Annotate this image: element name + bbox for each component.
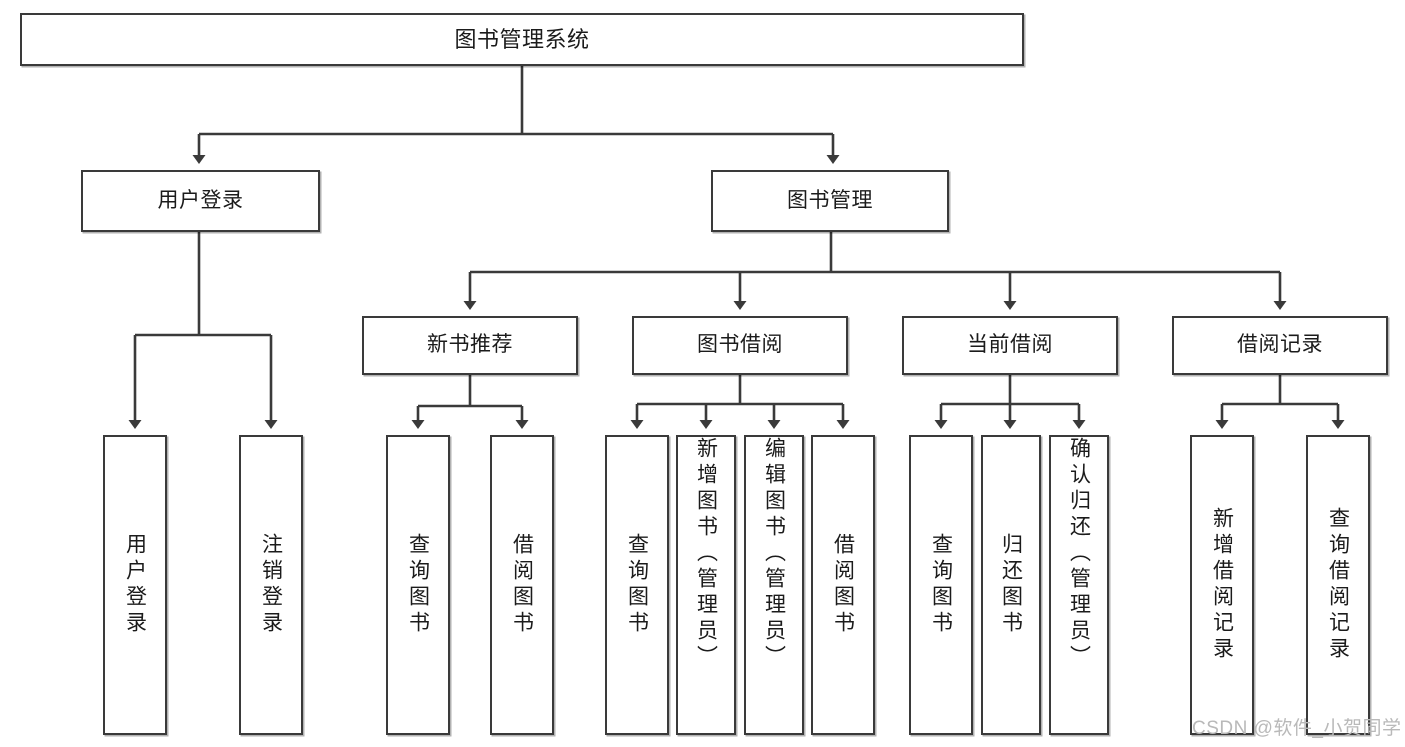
node-user-login-label: 用户登录 [157, 188, 244, 212]
node-borrow-record-label: 借阅记录 [1237, 333, 1323, 357]
node-book-borrow-label: 图书借阅 [697, 333, 783, 357]
csdn-watermark: CSDN @软件_小贺同学 [1192, 718, 1402, 739]
node-user-login[interactable]: 用户登录 [81, 170, 320, 232]
node-leaf-user-login[interactable]: 用户登录 [103, 435, 167, 735]
node-leaf-borrow-book-1-label: 借阅图书 [510, 533, 534, 637]
node-borrow-record[interactable]: 借阅记录 [1172, 316, 1388, 375]
node-current-borrow[interactable]: 当前借阅 [902, 316, 1118, 375]
node-leaf-query-record[interactable]: 查询借阅记录 [1306, 435, 1370, 735]
node-current-borrow-label: 当前借阅 [967, 333, 1053, 357]
node-leaf-query-record-label: 查询借阅记录 [1326, 507, 1350, 663]
node-book-borrow[interactable]: 图书借阅 [632, 316, 848, 375]
node-leaf-logout[interactable]: 注销登录 [239, 435, 303, 735]
node-root-label: 图书管理系统 [454, 26, 590, 52]
node-leaf-edit-book-label: 编辑图书（管理员） [762, 437, 786, 671]
node-leaf-borrow-book-1[interactable]: 借阅图书 [490, 435, 554, 735]
node-root[interactable]: 图书管理系统 [20, 13, 1024, 66]
node-leaf-return-book[interactable]: 归还图书 [981, 435, 1041, 735]
node-leaf-borrow-book-2-label: 借阅图书 [831, 533, 855, 637]
node-leaf-confirm-return-label: 确认归还（管理员） [1067, 437, 1091, 671]
node-leaf-query-book-3[interactable]: 查询图书 [909, 435, 973, 735]
node-leaf-add-book[interactable]: 新增图书（管理员） [676, 435, 736, 735]
node-leaf-query-book-3-label: 查询图书 [929, 533, 953, 637]
node-leaf-borrow-book-2[interactable]: 借阅图书 [811, 435, 875, 735]
node-leaf-query-book-2[interactable]: 查询图书 [605, 435, 669, 735]
node-book-management-label: 图书管理 [787, 188, 873, 212]
node-leaf-add-record[interactable]: 新增借阅记录 [1190, 435, 1254, 735]
node-leaf-edit-book[interactable]: 编辑图书（管理员） [744, 435, 804, 735]
node-leaf-return-book-label: 归还图书 [999, 533, 1023, 637]
node-new-book-recommend[interactable]: 新书推荐 [362, 316, 578, 375]
node-leaf-logout-label: 注销登录 [259, 533, 283, 637]
node-leaf-query-book-1-label: 查询图书 [406, 533, 430, 637]
node-leaf-query-book-1[interactable]: 查询图书 [386, 435, 450, 735]
node-new-book-recommend-label: 新书推荐 [427, 333, 513, 357]
node-leaf-query-book-2-label: 查询图书 [625, 533, 649, 637]
node-leaf-confirm-return[interactable]: 确认归还（管理员） [1049, 435, 1109, 735]
node-leaf-add-record-label: 新增借阅记录 [1210, 507, 1234, 663]
node-leaf-user-login-label: 用户登录 [123, 533, 147, 637]
node-book-management[interactable]: 图书管理 [711, 170, 949, 232]
node-leaf-add-book-label: 新增图书（管理员） [694, 437, 718, 671]
